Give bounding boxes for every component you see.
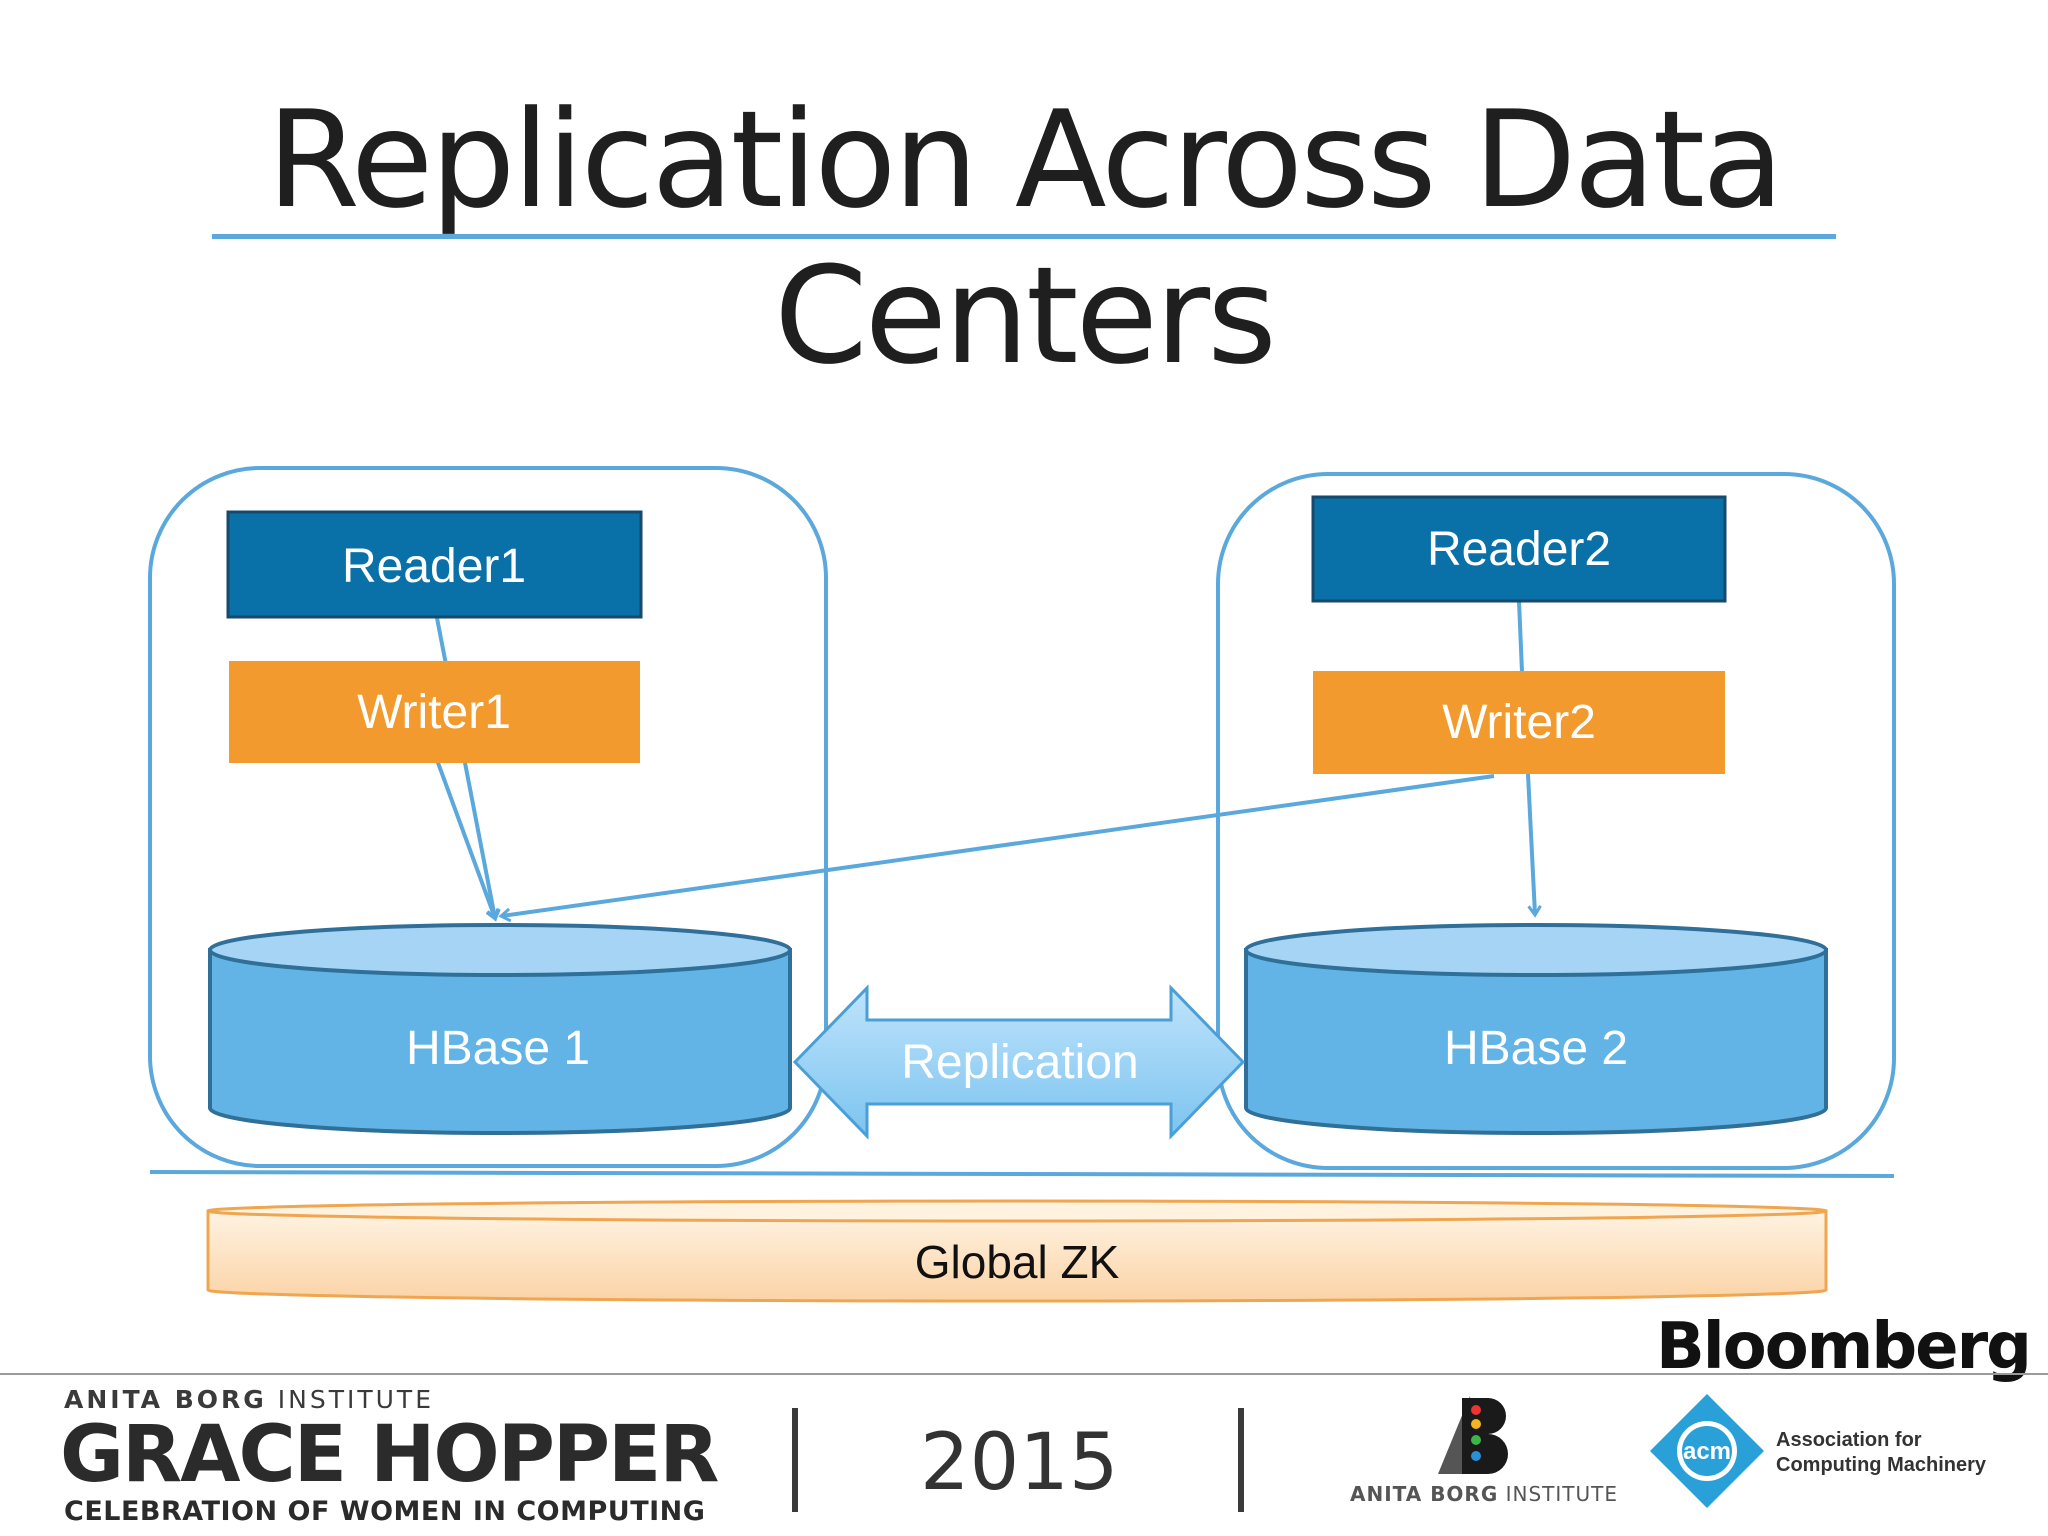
writer1-label: Writer1 [357,686,511,739]
writer1-box: Writer1 [229,661,640,763]
global-zk-label: Global ZK [915,1236,1120,1288]
acm-badge-text: acm [1683,1438,1731,1465]
hbase2-label: HBase 2 [1444,1022,1628,1075]
abi-logo-icon [1438,1396,1508,1474]
hbase1-cylinder: HBase 1 [208,923,792,1135]
writer2-to-hbase2-arrow [1526,773,1535,914]
abi-wordmark-bold: ANITA BORG [64,1385,267,1414]
reader1-label: Reader1 [342,540,526,593]
reader2-line [1517,600,1524,673]
replication-double-arrow: Replication [792,984,1246,1140]
hbase1-label: HBase 1 [406,1022,590,1075]
replication-diagram: Reader1 Writer1 Reader2 Writer2 HBase 1 … [148,466,1896,1303]
hbase2-cylinder: HBase 2 [1244,923,1828,1135]
datacenter-2-box [1216,472,1896,1170]
ghc-subtitle: CELEBRATION OF WOMEN IN COMPUTING [64,1496,706,1527]
replication-label: Replication [901,1036,1138,1089]
abi-logo-rest: INSTITUTE [1498,1482,1619,1506]
title-underline [212,234,1836,239]
acm-wordmark: Association for Computing Machinery [1776,1428,1986,1478]
conference-year: 2015 [920,1418,1119,1508]
reader2-box: Reader2 [1311,495,1727,603]
writer2-label: Writer2 [1442,696,1596,749]
datacenter-1-box [148,466,828,1168]
writer1-arrow [435,759,495,918]
abi-wordmark-rest: INSTITUTE [266,1385,434,1414]
bloomberg-logo: Bloomberg [1656,1310,2032,1384]
slide-title: Replication Across Data Centers [266,82,1784,394]
footer-separator-1 [792,1408,798,1512]
acm-line-1: Association for [1776,1429,1922,1451]
global-zk-bar: Global ZK [206,1199,1828,1303]
ground-line [149,1170,1895,1178]
abi-logo-bold: ANITA BORG [1350,1482,1499,1506]
abi-logo-wordmark: ANITA BORG INSTITUTE [1350,1482,1618,1506]
footer-separator-2 [1238,1408,1244,1512]
writer2-to-hbase1-arrow [502,774,1495,916]
grace-hopper-wordmark: GRACE HOPPER [60,1410,719,1500]
reader2-label: Reader2 [1427,523,1611,576]
acm-line-2: Computing Machinery [1776,1454,1987,1476]
abi-wordmark: ANITA BORG INSTITUTE [64,1385,434,1414]
acm-logo-icon: acm [1650,1394,1764,1508]
footer-divider [0,1373,2048,1375]
reader1-box: Reader1 [226,510,643,619]
writer2-box: Writer2 [1313,671,1725,774]
